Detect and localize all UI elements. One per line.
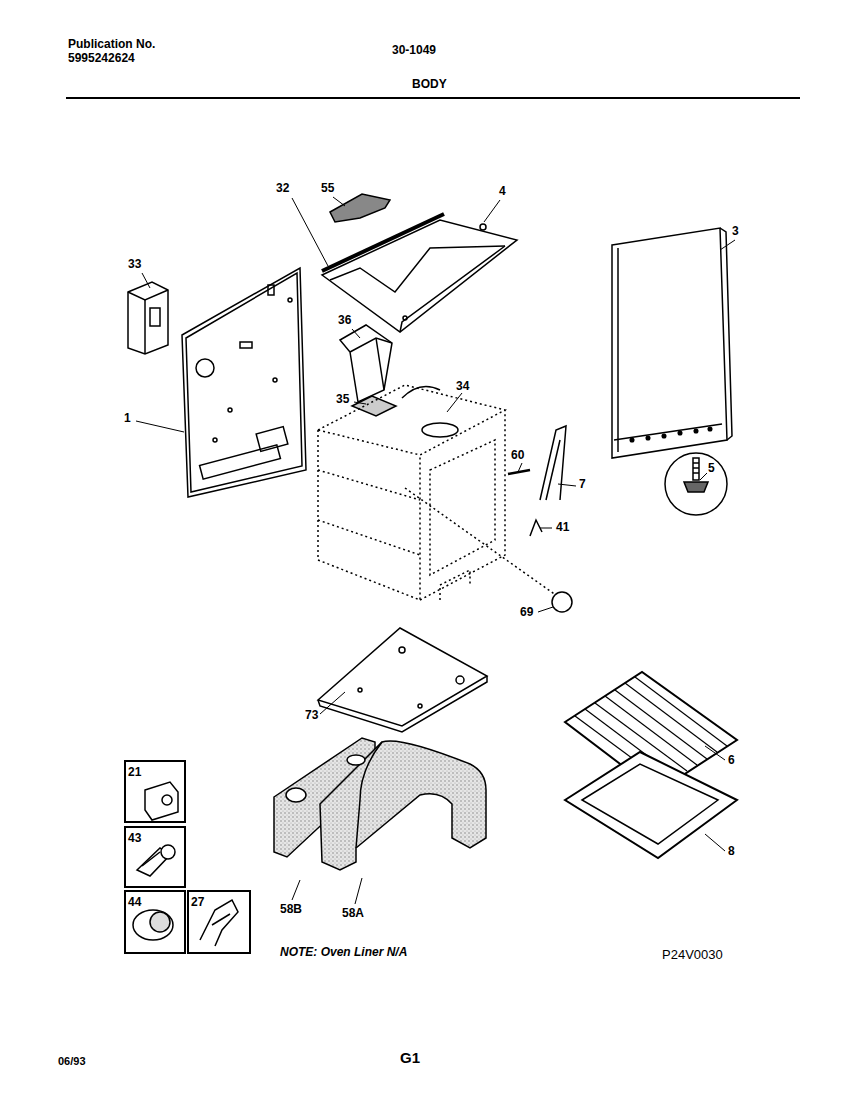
page-code: G1: [400, 1050, 420, 1067]
part-icon-box: 21: [124, 760, 186, 823]
callout-number: 41: [556, 521, 569, 534]
part-icon-box: 44: [124, 890, 186, 954]
callout-number: 34: [456, 380, 469, 393]
publication-number: 5995242624: [68, 52, 135, 65]
callout-number: 8: [728, 845, 735, 858]
callout-number: 33: [128, 258, 141, 271]
callout-number: 58A: [342, 907, 364, 920]
callout-number: 27: [189, 895, 206, 910]
note-text: NOTE: Oven Liner N/A: [280, 946, 407, 959]
figure-code: P24V0030: [662, 948, 723, 962]
callout-number: 44: [126, 895, 143, 910]
callout-number: 1: [124, 412, 131, 425]
part-icon-box: 43: [124, 826, 186, 888]
part-icon-box: 27: [187, 890, 251, 954]
diagram-number: 30-1049: [392, 44, 436, 57]
callout-number: 4: [499, 185, 506, 198]
callout-number: 36: [338, 314, 351, 327]
callout-number: 60: [511, 449, 524, 462]
callout-number: 73: [305, 709, 318, 722]
callout-number: 55: [321, 182, 334, 195]
callout-number: 43: [126, 831, 143, 846]
section-title: BODY: [412, 78, 447, 91]
callout-number: 35: [336, 393, 349, 406]
publication-label: Publication No.: [68, 38, 155, 51]
callout-number: 32: [276, 182, 289, 195]
callout-number: 21: [126, 765, 143, 780]
callout-number: 3: [732, 225, 739, 238]
callout-number: 6: [728, 754, 735, 767]
callout-number: 7: [579, 478, 586, 491]
callout-number: 5: [708, 462, 715, 475]
callout-number: 58B: [280, 903, 302, 916]
date-code: 06/93: [58, 1055, 86, 1067]
callout-number: 69: [520, 606, 533, 619]
